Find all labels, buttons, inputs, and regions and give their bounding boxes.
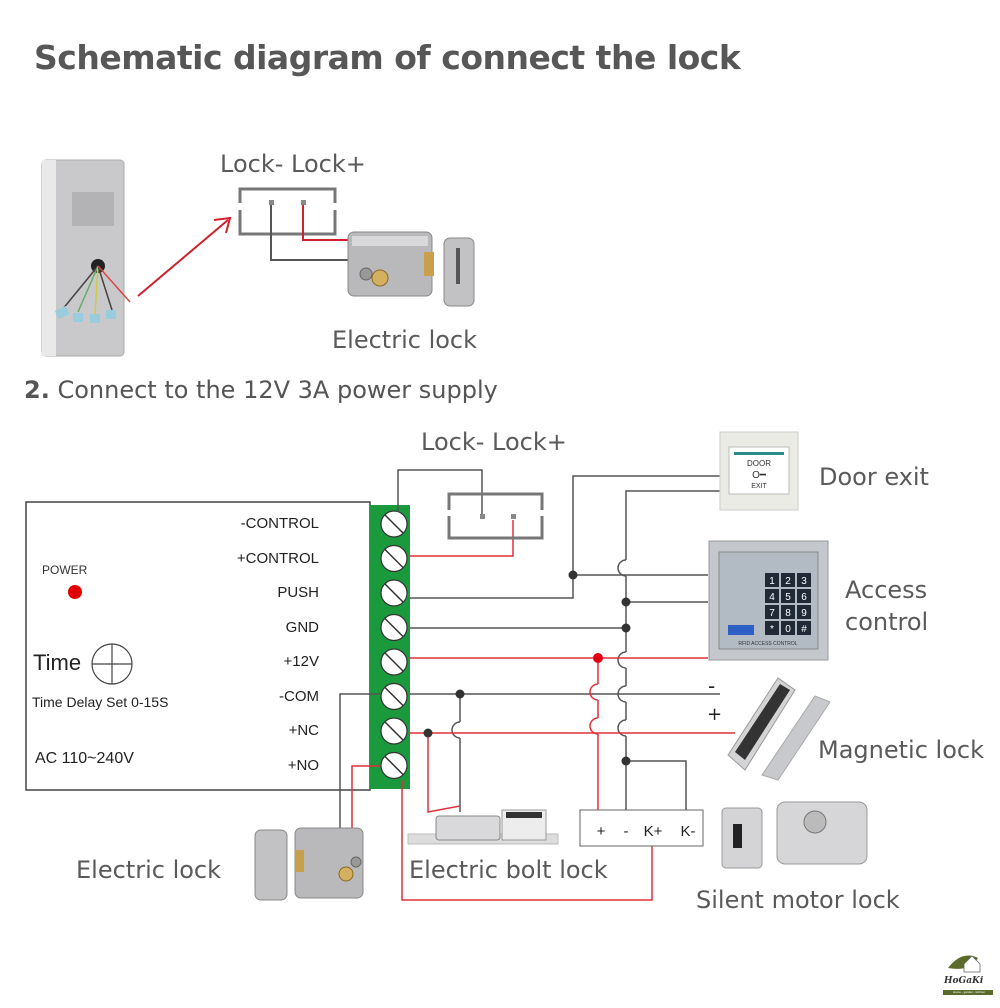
screw-slot xyxy=(384,514,404,534)
screw-slot xyxy=(384,548,404,569)
motor-terminal-box xyxy=(579,809,704,847)
keypad-key xyxy=(765,605,779,619)
section1-diagram xyxy=(41,159,475,357)
screw-slot xyxy=(384,755,404,776)
keypad-key xyxy=(781,573,795,587)
junction-dots xyxy=(423,570,631,766)
hogaki-logo xyxy=(943,955,993,995)
access-control-label-1: Access xyxy=(845,576,928,604)
intercom-panel-image xyxy=(41,159,131,357)
screw-slot xyxy=(384,617,404,638)
section1-electric-lock-label: Electric lock xyxy=(332,326,478,354)
keypad-key xyxy=(797,573,811,587)
keypad-key xyxy=(765,589,779,603)
watermark-tagline: Home - garden - kitchen xyxy=(952,990,986,994)
red-wires xyxy=(351,520,735,901)
step-text: Connect to the 12V 3A power supply xyxy=(57,376,498,404)
step-heading: 2. Connect to the 12V 3A power supply xyxy=(24,376,498,404)
keypad-caption: RFID ACCESS CONTROL xyxy=(738,641,797,647)
wire-lock-plus xyxy=(302,205,350,241)
terminal-label: +NO xyxy=(287,756,319,774)
keypad-key-label: * xyxy=(770,624,774,635)
keypad-key xyxy=(797,589,811,603)
time-label: Time xyxy=(33,650,82,675)
terminal-label: PUSH xyxy=(277,584,319,601)
magnetic-plus-label: + xyxy=(707,704,723,725)
keypad-key-label: 4 xyxy=(769,592,775,603)
terminal-label: -CONTROL xyxy=(240,515,319,532)
keypad-key xyxy=(797,605,811,619)
access-control-label-2: control xyxy=(845,608,929,636)
keypad-key-label: 9 xyxy=(801,608,807,619)
motor-terminal-label: + xyxy=(597,823,606,840)
wire-lock-minus xyxy=(270,205,350,261)
keypad-key-label: # xyxy=(801,624,807,635)
door-exit-bottom: EXIT xyxy=(751,483,767,490)
door-exit-button-image: DOOR O━ EXIT xyxy=(719,431,799,511)
terminal-label: GND xyxy=(285,618,319,636)
section1-lock-labels: Lock- Lock+ xyxy=(220,150,366,178)
electric-lock-label: Electric lock xyxy=(76,856,222,884)
electric-lock-image xyxy=(347,231,475,307)
terminal-label: +12V xyxy=(283,653,319,670)
screw-slot xyxy=(384,686,404,707)
keypad-key xyxy=(797,621,811,635)
time-delay-label: Time Delay Set 0-15S xyxy=(32,694,169,710)
screw-slot xyxy=(384,652,404,672)
keypad-key xyxy=(781,605,795,619)
keypad-key xyxy=(781,621,795,635)
magnetic-lock-image xyxy=(727,677,831,781)
door-exit-top: DOOR xyxy=(747,459,771,468)
silent-motor-lock-image xyxy=(721,801,868,869)
power-led-icon xyxy=(68,585,82,599)
ac-voltage-label: AC 110~240V xyxy=(35,750,134,767)
controller-box xyxy=(25,501,371,791)
keypad-key-label: 1 xyxy=(769,576,775,587)
motor-terminal-label: - xyxy=(624,823,629,840)
section2-lock-labels: Lock- Lock+ xyxy=(421,428,567,456)
terminal-label: -COM xyxy=(279,687,319,705)
motor-terminal-label: K+ xyxy=(644,823,663,840)
keypad-key xyxy=(765,621,779,635)
keypad-key xyxy=(781,589,795,603)
electric-bolt-lock-label: Electric bolt lock xyxy=(409,856,608,884)
time-knob-icon xyxy=(91,643,133,685)
page-title: Schematic diagram of connect the lock xyxy=(34,38,741,77)
arrow-icon xyxy=(137,216,232,297)
keypad-key-label: 7 xyxy=(769,608,775,619)
lock-connector-2 xyxy=(447,492,544,540)
motor-terminal-label: K- xyxy=(681,823,696,840)
key-icon: O━ xyxy=(752,470,767,481)
keypad-key-label: 5 xyxy=(785,592,791,603)
screw-slot xyxy=(384,583,404,603)
door-exit-label: Door exit xyxy=(819,463,929,491)
step-number: 2. xyxy=(24,376,50,404)
electric-bolt-lock-image xyxy=(407,809,559,845)
terminal-label: +CONTROL xyxy=(236,549,319,567)
silent-motor-lock-label: Silent motor lock xyxy=(696,886,900,914)
keypad-key-label: 6 xyxy=(801,592,807,603)
electric-lock-bottom-image xyxy=(254,827,364,901)
keypad-key-label: 3 xyxy=(801,576,807,587)
screw-slot xyxy=(384,721,404,741)
keypad-key-label: 2 xyxy=(785,576,791,587)
keypad-key xyxy=(765,573,779,587)
keypad-key-label: 0 xyxy=(785,624,791,635)
power-label: POWER xyxy=(42,563,88,577)
terminal-label: +NC xyxy=(288,722,319,739)
keypad-key-label: 8 xyxy=(785,608,791,619)
magnetic-lock-label: Magnetic lock xyxy=(818,736,984,764)
terminal-screws xyxy=(380,510,408,780)
magnetic-minus-label: - xyxy=(708,674,716,698)
lock-connector xyxy=(238,187,337,236)
watermark-brand: HoGaKi xyxy=(944,976,984,986)
